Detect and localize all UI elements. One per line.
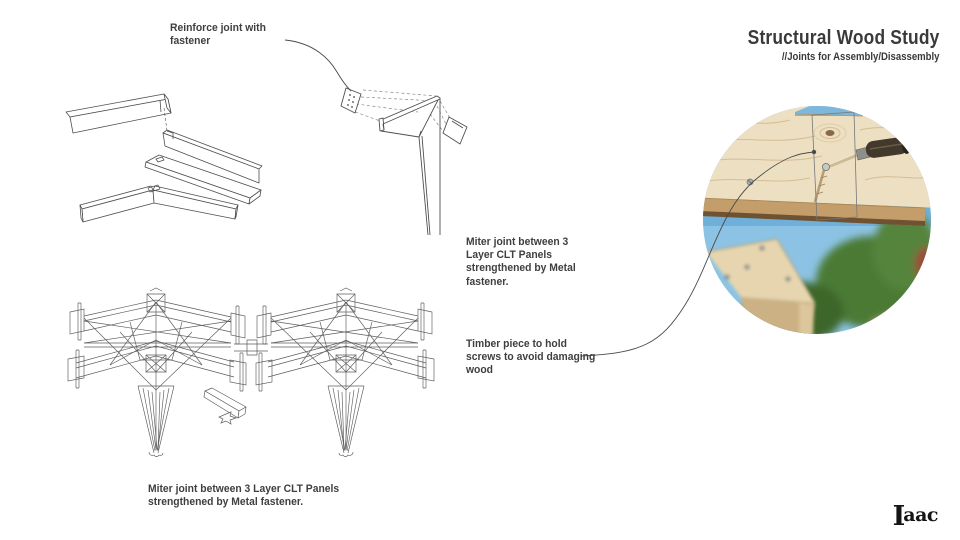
annotation-miter-joint-bottom: Miter joint between 3 Layer CLT Panels s… <box>148 483 340 509</box>
page-title: Structural Wood Study <box>747 27 939 49</box>
page-subtitle: //Joints for Assembly/Disassembly <box>781 51 939 63</box>
clt-assembly-drawing <box>67 287 435 457</box>
fastener-plate2-icon <box>442 116 468 145</box>
annotation-reinforce-fastener: Reinforce joint with fastener <box>170 22 266 48</box>
fastener-plate-icon <box>340 87 362 114</box>
insert-plank-drawing <box>203 387 247 419</box>
annotation-timber-piece: Timber piece to hold screws to avoid dam… <box>466 338 596 377</box>
clt-module-right-drawing <box>255 287 435 457</box>
module-connector-drawing <box>234 339 268 356</box>
annotation-miter-joint-mid: Miter joint between 3 Layer CLT Panels s… <box>466 236 576 288</box>
leader-line-reinforce <box>284 39 352 92</box>
clt-module-left-drawing <box>67 287 247 457</box>
iaac-logo-letters-aac: aac <box>903 503 938 526</box>
leader-line-timber <box>580 149 817 357</box>
title-block: Structural Wood Study //Joints for Assem… <box>747 27 939 63</box>
corner-joint-drawing <box>340 87 468 236</box>
iaac-logo-letter-i: I <box>892 501 906 532</box>
iaac-logo: Iaac <box>893 501 940 532</box>
screw-symbol-icon <box>218 411 238 425</box>
exploded-planks-drawing <box>65 93 263 223</box>
photo-annotation-box <box>811 111 858 221</box>
